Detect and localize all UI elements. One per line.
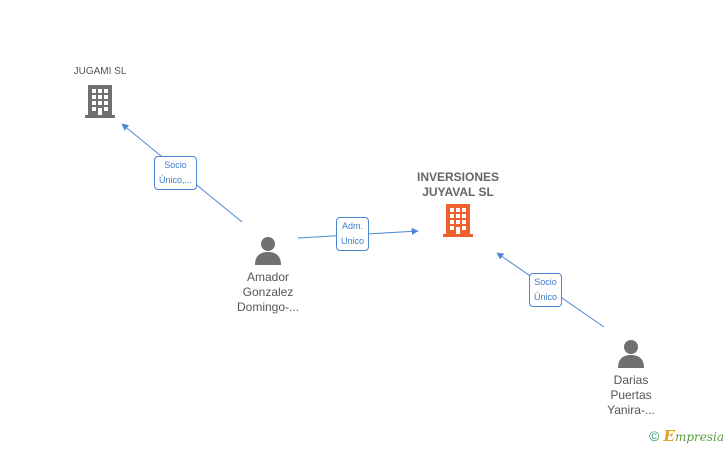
node-amador-line3: Domingo-...: [236, 300, 300, 314]
node-darias[interactable]: Darias Puertas Yanira-...: [590, 338, 672, 418]
node-jugami[interactable]: JUGAMI SL: [50, 64, 150, 124]
edge-label-line2: Único: [534, 292, 558, 302]
node-amador-line2: Gonzalez: [242, 285, 294, 299]
brand-rest: mpresia: [674, 430, 724, 444]
copyright-icon: ©: [649, 428, 660, 444]
edge-label-line2: Unico: [341, 236, 365, 246]
node-jugami-label: JUGAMI SL: [73, 66, 127, 77]
node-amador-line1: Amador: [246, 270, 290, 284]
person-icon: [255, 237, 281, 265]
person-icon: [618, 340, 644, 368]
edge-label-amador-jugami[interactable]: Socio Único,...: [154, 156, 198, 190]
node-inversiones-label-line2: JUYAVAL SL: [422, 185, 494, 199]
edge-label-amador-inversiones[interactable]: Adm. Unico: [336, 217, 370, 251]
node-darias-line3: Yanira-...: [607, 403, 655, 417]
brand-logo: Empresia: [663, 427, 725, 445]
edge-label-line1: Socio: [534, 277, 557, 287]
edge-label-line2: Único,...: [159, 175, 193, 185]
edge-label-line1: Adm.: [342, 221, 364, 231]
node-darias-line2: Puertas: [610, 388, 652, 402]
node-inversiones[interactable]: INVERSIONES JUYAVAL SL: [400, 170, 516, 243]
brand-first-letter: E: [663, 427, 675, 445]
edge-label-line1: Socio: [164, 160, 187, 170]
node-darias-line1: Darias: [613, 373, 649, 387]
building-icon: [443, 204, 473, 237]
edge-label-darias-inversiones[interactable]: Socio Único: [529, 273, 563, 307]
footer-brand: ©Empresia: [649, 427, 724, 445]
node-inversiones-label-line1: INVERSIONES: [416, 170, 500, 184]
building-icon: [85, 85, 115, 118]
node-amador[interactable]: Amador Gonzalez Domingo-...: [218, 235, 318, 315]
